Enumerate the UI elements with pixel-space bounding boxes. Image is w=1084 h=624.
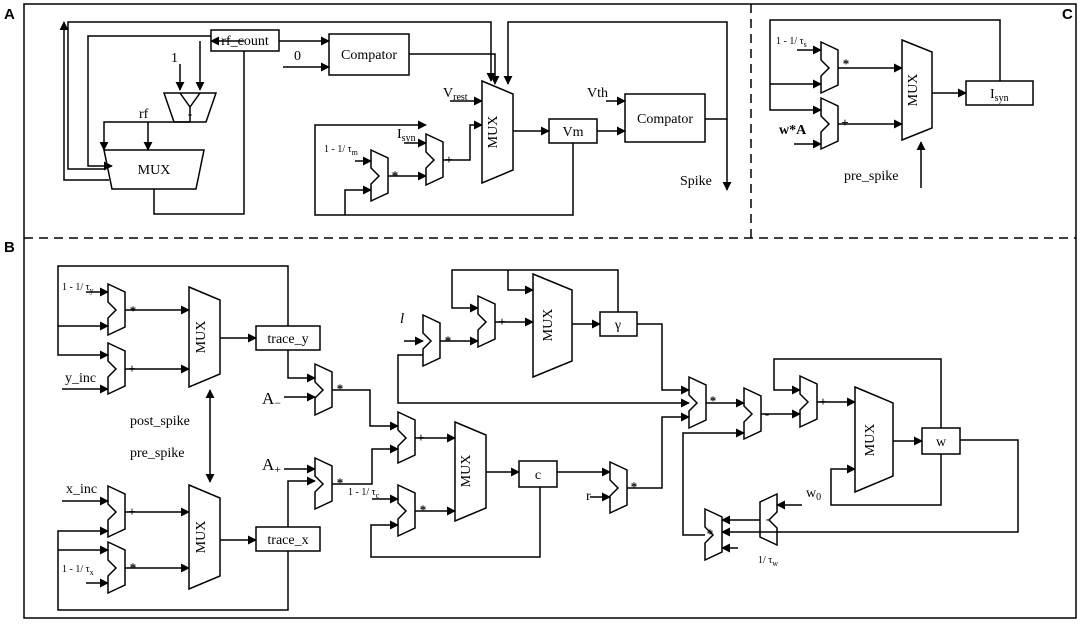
comparator-a1 [328,33,410,76]
eligibility-mux [454,420,487,523]
trace-x-box [255,526,321,552]
svg-text:*: * [337,475,344,490]
gamma-multiplier [422,313,441,368]
svg-text:+: + [841,115,848,130]
panel-label-a: A [4,6,15,23]
frames [23,3,1077,619]
reward-multiplier [609,460,628,515]
inv-tau-w-label: 1/ τw [758,555,778,568]
svg-text:MUX: MUX [194,521,209,554]
panel-b: 1 - 1/ τy * + MUX trace_y y_inc post_spi… [57,265,1019,611]
svg-text:Vm: Vm [563,125,584,140]
rf-label: rf [139,107,149,122]
gamma-adder [477,294,496,349]
decay-m-label: 1 - 1/ τm [324,144,359,157]
weight-subtractor [743,386,762,441]
svg-text:c: c [535,468,541,483]
refractory-mux [103,149,205,190]
l-label: l [400,311,404,327]
svg-text:MUX: MUX [541,309,556,342]
decay-s-label: 1 - 1/ τs [776,36,807,49]
svg-text:trace_y: trace_y [267,332,308,347]
trace-x-multiplier [107,540,126,595]
svg-text:Compator: Compator [341,48,397,63]
w-a-label: w*A [779,123,807,138]
vth-label: Vth [587,86,608,101]
svg-text:w: w [936,435,947,450]
svg-text:γ: γ [614,318,621,333]
svg-text:MUX: MUX [138,163,171,178]
decay-x-label: 1 - 1/ τx [62,564,94,577]
trace-x-adder [107,484,126,539]
v-rest-label: Vrest [443,86,468,103]
a-minus-multiplier [314,362,333,417]
gamma-mux [532,272,573,379]
synaptic-adder [820,96,839,151]
svg-text:trace_x: trace_x [267,533,308,548]
svg-text:Compator: Compator [637,112,693,127]
panel-a: MUX - 1 rf rf_count Compator 0 MUX Vm Co… [59,21,732,216]
membrane-mux [481,79,514,185]
c-box [518,460,558,488]
comparator-a2 [624,93,706,143]
one-label: 1 [171,51,178,66]
trace-x-mux [188,483,221,591]
panel-label-c: C [1062,6,1073,23]
trace-y-mux [188,285,221,389]
a-plus-multiplier [314,456,333,511]
spike-label: Spike [680,174,712,189]
eligibility-adder [397,410,416,465]
svg-text:*: * [631,479,638,494]
svg-text:MUX: MUX [863,424,878,457]
synaptic-mux [901,38,933,142]
a-plus-label: A+ [262,455,281,476]
post-spike-label: post_spike [130,414,190,429]
svg-text:MUX: MUX [906,74,921,107]
panel-label-b: B [4,239,15,256]
svg-text:-: - [766,511,770,526]
eligibility-multiplier [397,483,416,538]
trace-y-adder [107,341,126,396]
svg-text:*: * [843,56,850,71]
weight-mux [854,385,894,494]
trace-y-multiplier [107,282,126,337]
svg-text:MUX: MUX [194,321,209,354]
i-syn-label-a: Isyn [397,127,416,144]
pre-spike-label-b: pre_spike [130,446,184,461]
decay-y-label: 1 - 1/ τy [62,282,94,295]
weight-adder [799,374,818,429]
panel-c: 1 - 1/ τs * + MUX Isyn w*A pre_spike [769,19,1034,188]
svg-text:MUX: MUX [459,455,474,488]
synaptic-multiplier [820,40,839,95]
y-inc-label: y_inc [65,371,96,386]
a-minus-label: A− [262,389,281,410]
svg-text:*: * [337,381,344,396]
membrane-multiplier [370,148,389,203]
svg-text:*: * [420,502,427,517]
trace-y-box [255,325,321,351]
svg-text:*: * [707,526,714,541]
svg-text:*: * [710,393,717,408]
membrane-adder [425,132,444,187]
decay-c-label: 1 - 1/ τc [348,487,380,500]
zero-label: 0 [294,49,301,64]
w0-label: w0 [806,486,821,503]
svg-text:MUX: MUX [486,116,501,149]
svg-text:rf_count: rf_count [221,34,269,49]
weight-multiplier [688,375,707,430]
pre-spike-label-c: pre_spike [844,169,898,184]
i-syn-label-c: Isyn [990,87,1009,104]
x-inc-label: x_inc [66,482,97,497]
r-label: r [586,489,591,504]
